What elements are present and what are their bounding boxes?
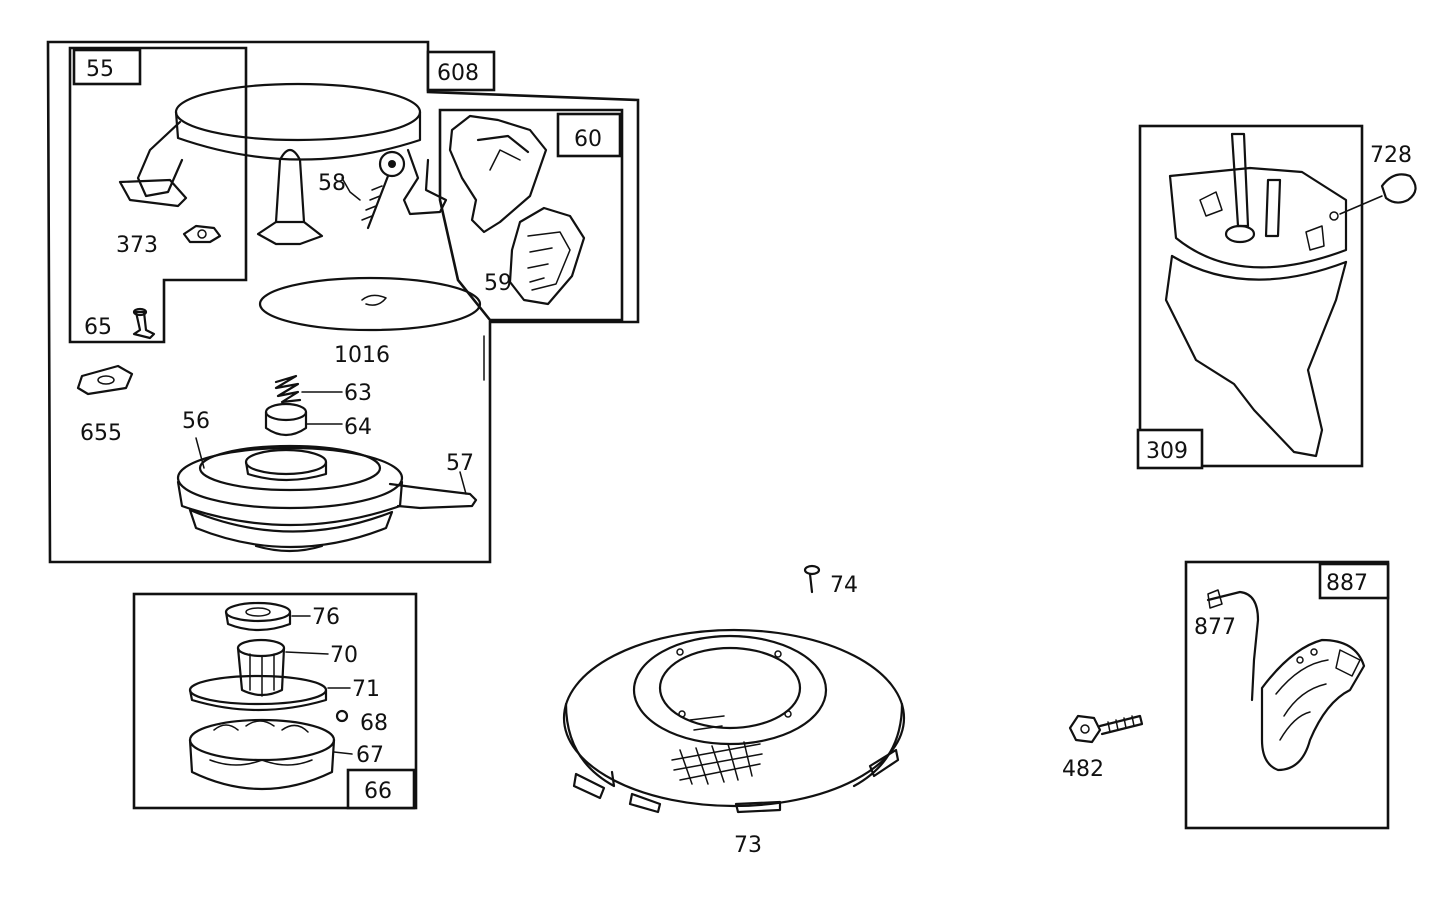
- label-887: 887: [1326, 571, 1368, 596]
- label-66: 66: [364, 779, 392, 804]
- label-71: 71: [352, 677, 380, 702]
- assembly-box-887: 887: [1184, 560, 1390, 830]
- clip-373-illustration: [182, 224, 222, 244]
- label-74: 74: [830, 573, 858, 598]
- screen-73-illustration: [562, 628, 906, 814]
- label-57: 57: [446, 451, 474, 476]
- cup-64-illustration: [264, 402, 343, 437]
- spring-63-illustration: [274, 374, 343, 404]
- starter-housing-illustration: [118, 82, 448, 246]
- label-64: 64: [344, 415, 372, 440]
- bracket-655-illustration: [76, 364, 134, 396]
- disc-1016-illustration: [258, 276, 482, 332]
- subassembly-box-55: 55: [68, 46, 248, 344]
- assembly-box-608: 608: [46, 40, 640, 564]
- screw-74-illustration: [803, 564, 821, 594]
- label-728: 728: [1370, 143, 1412, 168]
- label-60: 60: [574, 127, 602, 152]
- bolt-65-illustration: [132, 307, 156, 340]
- subassembly-box-60: 60: [438, 108, 624, 322]
- label-73: 73: [734, 833, 762, 858]
- spring-728-illustration: [1339, 173, 1417, 215]
- label-59: 59: [484, 271, 512, 296]
- bracket-309-illustration: [1164, 132, 1348, 458]
- label-482: 482: [1062, 757, 1104, 782]
- label-56: 56: [182, 409, 210, 434]
- label-608: 608: [437, 61, 479, 86]
- handle-60-illustration: [448, 114, 548, 234]
- label-655: 655: [80, 421, 122, 446]
- label-55: 55: [86, 57, 114, 82]
- ratchet-assembly-illustration: [188, 601, 353, 790]
- rope-57-illustration: [388, 471, 478, 510]
- label-58: 58: [318, 171, 346, 196]
- pulley-56-illustration: [176, 437, 404, 553]
- label-309: 309: [1146, 439, 1188, 464]
- insert-59-illustration: [508, 206, 586, 306]
- assembly-box-66: 66: [132, 592, 418, 810]
- assembly-box-309: 309: [1136, 124, 1364, 470]
- label-63: 63: [344, 381, 372, 406]
- ignition-armature-illustration: [1206, 589, 1366, 772]
- label-65: 65: [84, 315, 112, 340]
- label-70: 70: [330, 643, 358, 668]
- screw-482-illustration: [1068, 714, 1144, 744]
- screw-58-illustration: [341, 150, 406, 230]
- label-373: 373: [116, 233, 158, 258]
- label-877: 877: [1194, 615, 1236, 640]
- label-68: 68: [360, 711, 388, 736]
- label-67: 67: [356, 743, 384, 768]
- label-1016: 1016: [334, 343, 390, 368]
- label-76: 76: [312, 605, 340, 630]
